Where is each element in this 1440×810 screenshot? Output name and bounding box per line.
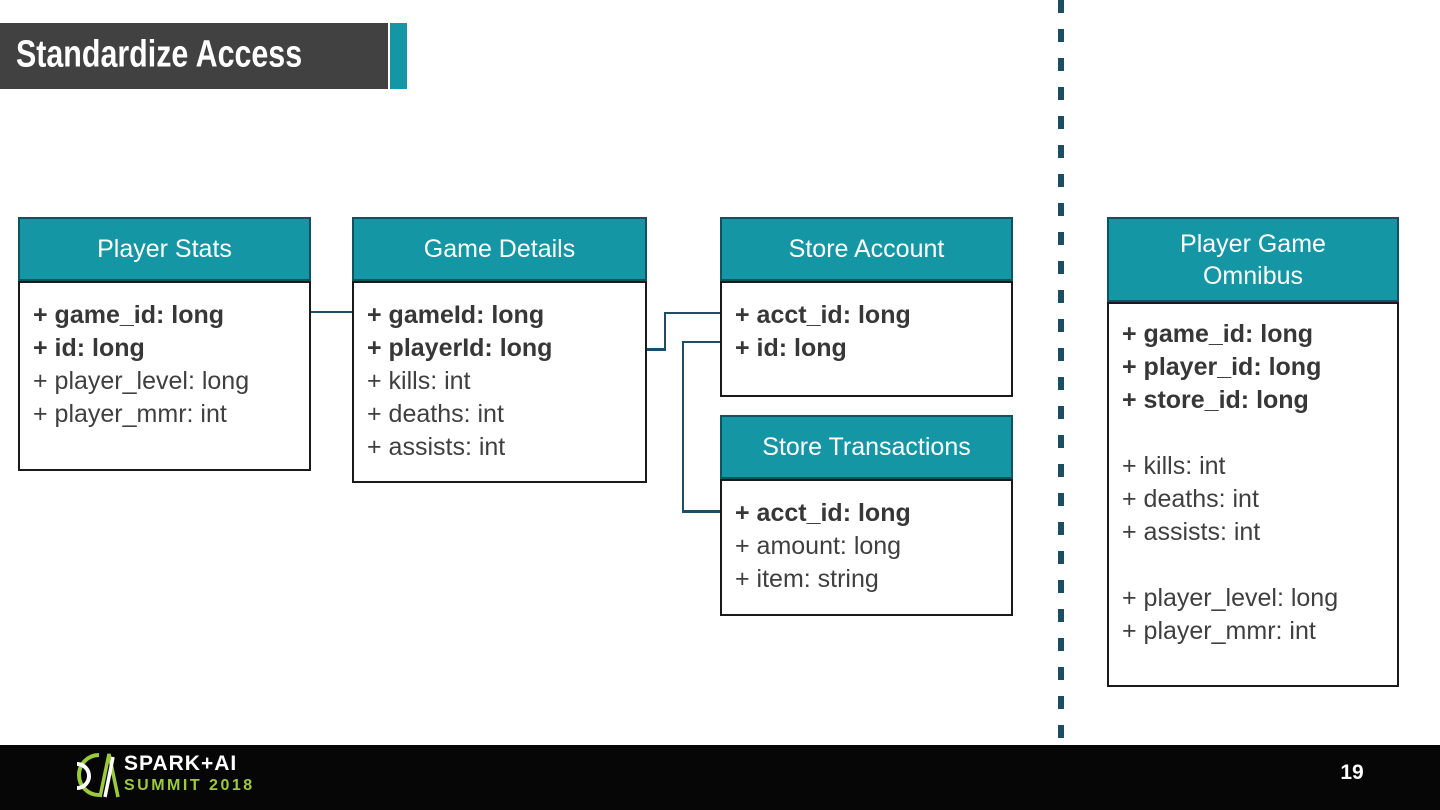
entity-fields: + gameId: long + playerId: long + kills: i… <box>352 281 647 483</box>
field-row: + id: long <box>735 334 847 362</box>
entity-title: Store Transactions <box>762 433 971 461</box>
entity-header: Game Details <box>352 217 647 281</box>
entity-header: Store Transactions <box>720 415 1013 479</box>
entity-game-details: Game Details + gameId: long + playerId: l… <box>352 217 647 483</box>
connector-gamedetails-storeaccount-stub <box>647 348 666 351</box>
connector-storeaccount-storetransactions-bottom <box>682 510 720 513</box>
entity-header: Player Stats <box>18 217 311 281</box>
field-row: + gameId: long <box>367 301 545 329</box>
field-row: + assists: int <box>1122 518 1261 546</box>
connector-storeaccount-storetransactions-top <box>682 341 720 343</box>
field-row: + player_mmr: int <box>33 400 227 428</box>
connector-playerstats-gamedetails <box>311 311 352 313</box>
field-row: + player_mmr: int <box>1122 617 1316 645</box>
field-row: + item: string <box>735 565 879 593</box>
entity-title: Player Game Omnibus <box>1180 229 1326 290</box>
field-row: + deaths: int <box>1122 485 1259 513</box>
field-row: + kills: int <box>367 367 471 395</box>
entity-player-stats: Player Stats + game_id: long+ id: long+ … <box>18 217 311 471</box>
brand-line2: SUMMIT 2018 <box>124 777 255 794</box>
entity-title: Player Stats <box>97 235 232 263</box>
field-row: + amount: long <box>735 532 902 560</box>
field-row: + store_id: long <box>1122 386 1309 414</box>
field-row: + player_level: long <box>33 367 250 395</box>
title-bar: Standardize Access <box>0 23 388 89</box>
connector-gamedetails-storeaccount-horizontal <box>664 312 720 314</box>
page-title: Standardize Access <box>16 33 303 76</box>
field-spacer <box>1122 417 1389 450</box>
brand-line1: SPARK+AI <box>124 752 238 775</box>
dashed-divider <box>1058 0 1064 745</box>
field-spacer <box>1122 549 1389 582</box>
field-row: + player_level: long <box>1122 584 1339 612</box>
entity-title: Game Details <box>423 235 576 263</box>
spark-ai-logo-icon <box>76 753 120 798</box>
entity-header: Player Game Omnibus <box>1107 217 1399 302</box>
entity-fields: + acct_id: long + id: long <box>720 281 1013 397</box>
field-row: + acct_id: long <box>735 499 911 527</box>
field-row: + playerId: long <box>367 334 553 362</box>
entity-store-transactions: Store Transactions + acct_id: long + amou… <box>720 415 1013 616</box>
entity-header: Store Account <box>720 217 1013 281</box>
field-row: + kills: int <box>1122 452 1226 480</box>
entity-player-game-omnibus: Player Game Omnibus + game_id: long + pla… <box>1107 217 1399 687</box>
entity-title: Store Account <box>788 235 945 263</box>
entity-store-account: Store Account + acct_id: long + id: long <box>720 217 1013 397</box>
connector-storeaccount-storetransactions-vertical <box>682 341 684 512</box>
entity-fields: + game_id: long + player_id: long + store_… <box>1107 302 1399 687</box>
field-row: + player_id: long <box>1122 353 1322 381</box>
footer-bar: SPARK+AI SUMMIT 2018 19 <box>0 745 1440 810</box>
brand-text: SPARK+AI SUMMIT 2018 <box>124 753 255 794</box>
connector-gamedetails-storeaccount-vertical <box>664 312 666 351</box>
field-row: + deaths: int <box>367 400 504 428</box>
page-number: 19 <box>1340 761 1364 784</box>
field-row: + acct_id: long <box>735 301 911 329</box>
field-row: + id: long <box>33 334 145 362</box>
entity-fields: + acct_id: long + amount: long + item: str… <box>720 479 1013 616</box>
field-row: + game_id: long <box>1122 320 1314 348</box>
field-row: + assists: int <box>367 433 506 461</box>
entity-fields: + game_id: long + id: long + player_level:… <box>18 281 311 471</box>
field-row: + game_id: long <box>33 301 225 329</box>
title-accent-block <box>390 23 407 89</box>
